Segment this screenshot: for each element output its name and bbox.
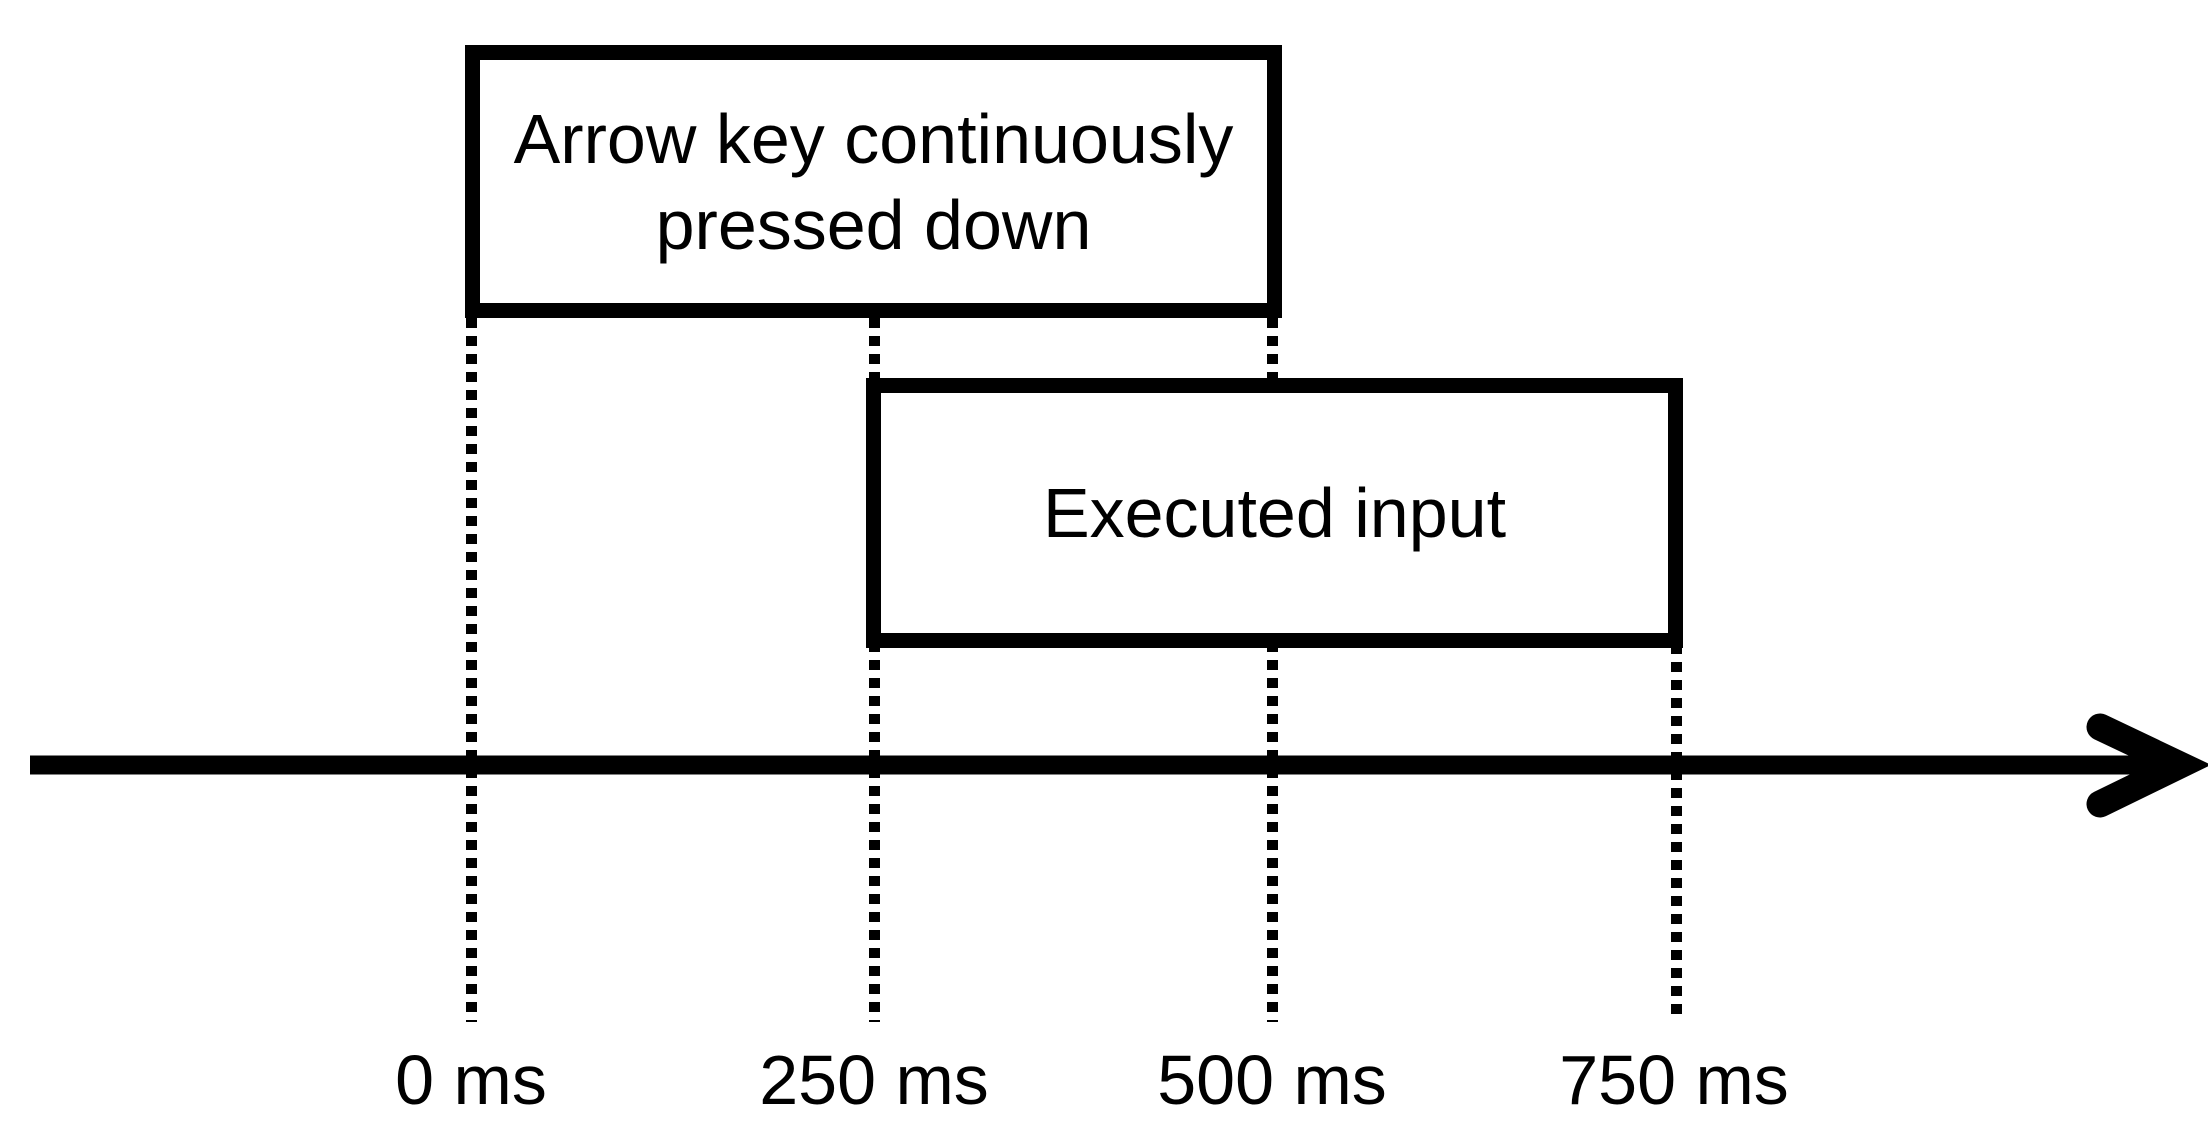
arrow-key-press-label-line1: Arrow key continuously	[513, 99, 1234, 178]
gridline-750ms	[1670, 644, 1682, 1022]
tick-label-250ms: 250 ms	[759, 1041, 989, 1119]
arrow-key-press-box: Arrow key continuously pressed down	[465, 45, 1282, 318]
tick-label-500ms: 500 ms	[1157, 1041, 1387, 1119]
tick-label-750ms: 750 ms	[1559, 1041, 1789, 1119]
gridline-500ms	[1266, 318, 1278, 1022]
gridline-0ms	[465, 318, 477, 1022]
arrow-key-press-label-line2: pressed down	[655, 185, 1092, 264]
tick-label-0ms: 0 ms	[395, 1041, 547, 1119]
arrowhead-icon	[2086, 713, 2208, 818]
executed-input-box: Executed input	[866, 378, 1683, 648]
gridline-250ms	[868, 318, 880, 1022]
executed-input-label: Executed input	[1042, 474, 1507, 552]
